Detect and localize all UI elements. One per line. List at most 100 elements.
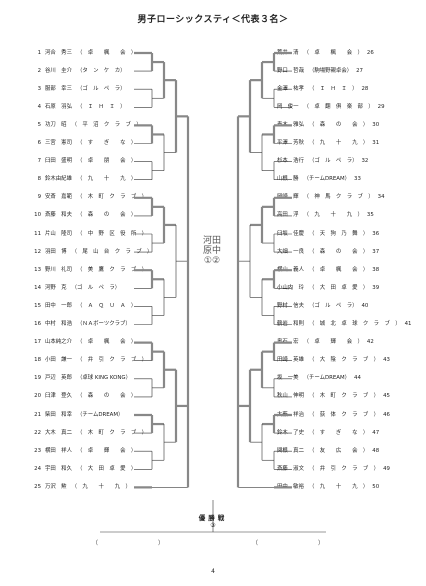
player-club: （ 九 十 九 ） [76, 176, 137, 183]
player-name: 岡 俊一 [277, 103, 299, 110]
seed-number: 50 [372, 483, 380, 490]
player-name: 斎藤 淑文 [277, 465, 304, 472]
player-row: 斎藤 淑文（ 弁 引 ク ラ ブ ）49 [277, 464, 392, 475]
player-club: （ 大 陰 ク ラ ブ ） [308, 357, 380, 364]
player-club: （ＮＡボーツクラブ） [76, 321, 131, 327]
seed-number: 10 [34, 212, 41, 219]
player-row: 杉本 浩行（ゴ ル ペ ラ）32 [277, 156, 371, 167]
player-name: 野口 哲哉 [277, 67, 304, 74]
seed-number: 7 [37, 158, 41, 165]
seed-number: 26 [366, 49, 374, 56]
player-club: （ 平 沼 ク ラ ブ ） [71, 121, 142, 128]
player-name: 金澤 祐孝 [277, 85, 304, 92]
player-name: 鶴岩 和則 [277, 321, 304, 327]
player-row: 秋山 伸明（ 木 町 ク ラ ブ ）45 [277, 391, 392, 402]
player-name: 安斎 嘉範 [45, 194, 72, 201]
seed-number: 47 [372, 429, 380, 436]
player-row: 高田 浮（ 九 十 九 ）35 [277, 210, 376, 221]
player-club: （ 卓 楓 会 ） [76, 339, 137, 346]
player-name: 鈴木 了史 [277, 429, 304, 436]
player-club: （タ ン ケ カ） [76, 67, 126, 74]
player-club: （ 卓 翻 俱 楽 部 ） [303, 103, 374, 110]
player-club: （ゴ ル ペ ラ） [71, 284, 121, 291]
player-name: 臼田 盛明 [45, 158, 72, 165]
player-name: 片山 隆司 [45, 230, 72, 237]
player-club: （ 城 北 卓 球 ク ラ ブ ） [308, 321, 401, 327]
player-club: （卓球 KING KONG） [76, 375, 131, 382]
player-row: 鶴岩 和則 （ 城 北 卓 球 ク ラ ブ ）41 [277, 319, 414, 330]
seed-number: 12 [34, 248, 41, 255]
final-title: 優勝戦 [198, 514, 228, 522]
seed-number: 44 [354, 375, 361, 382]
player-row: 野口 哲哉（駒場野親卓会）27 [277, 66, 365, 77]
player-name: 山本純之介 [45, 339, 72, 346]
player-row: 田崎 英雄（ 大 陰 ク ラ ブ ）43 [277, 355, 392, 366]
player-name: 大木 真二 [45, 429, 72, 436]
player-club: （チームDREAM） [76, 411, 124, 418]
player-club: （ 弁 引 ク ラ ブ ） [76, 357, 148, 364]
seed-number: 46 [383, 411, 390, 418]
player-name: 高田 浮 [277, 212, 299, 219]
player-club: （ 卓 朋 会 ） [76, 158, 137, 165]
player-club: （ す ぎ な ） [76, 140, 137, 146]
player-club: （駒場野親卓会） [308, 67, 353, 74]
seed-number: 45 [383, 393, 390, 400]
player-name: 臼津 登久 [45, 393, 72, 400]
seed-number: 11 [34, 230, 41, 237]
center-mark-line3: ①② [203, 256, 221, 266]
seed-number: 41 [404, 321, 412, 327]
player-name: 横田 祥人 [45, 447, 72, 454]
player-name: 石原 羽弘 [45, 103, 72, 110]
player-row: 鈴木 了史（ す ぎ な ）47 [277, 428, 381, 439]
seed-number: 15 [34, 302, 41, 309]
seed-number: 23 [34, 447, 41, 454]
seed-number: 22 [34, 429, 41, 436]
seed-number: 28 [361, 85, 369, 92]
seed-number: 30 [372, 121, 380, 128]
player-name: 小山内 玲 [277, 284, 304, 291]
seed-number: 43 [383, 357, 390, 364]
player-club: （ 九 十 九 ） [71, 483, 131, 490]
player-name: 斎藤 和夫 [45, 212, 72, 219]
player-name: 宇田 和久 [45, 465, 72, 472]
seed-number: 4 [37, 103, 41, 110]
seed-number: 24 [34, 465, 41, 472]
seed-number: 48 [372, 447, 380, 454]
player-club: （ 木 町 ク ラ ブ ） [308, 393, 380, 400]
seed-number: 39 [372, 284, 380, 291]
player-club: （ Ａ Ｑ Ｕ Ａ ） [76, 302, 137, 309]
player-club: （ 卓 楓 会 ） [303, 49, 363, 56]
player-name: 鈴木由紀雄 [45, 176, 72, 183]
player-row: 岡 俊一（ 卓 翻 俱 楽 部 ）29 [277, 102, 387, 113]
player-row: 7 臼田 盛明 （ 卓 朋 会 ） [32, 156, 137, 167]
seed-number: 3 [37, 85, 41, 92]
center-semifinal-mark: 河田 原中 ①② [196, 236, 228, 266]
seed-number: 49 [383, 465, 390, 472]
seed-number: 13 [34, 266, 41, 273]
seed-number: 20 [34, 393, 41, 400]
player-name: 臼坂 佳慶 [277, 230, 304, 237]
player-club: （ 荻 体 ク ラ ブ ） [308, 411, 380, 418]
player-name: 谷川 圭介 [45, 67, 72, 74]
player-name: 功刀 昭 [45, 121, 67, 128]
player-row: 野村 信夫（ゴ ル ペ ラ）40 [277, 301, 371, 312]
seed-number: 38 [372, 266, 380, 273]
center-mark-line1: 河田 [202, 236, 221, 246]
player-club: （ 大 田 卓 愛 ） [308, 284, 369, 291]
player-name: 服部 幸三 [45, 85, 72, 92]
player-club: （チームDREAM） [303, 176, 351, 183]
seed-number: 25 [34, 483, 41, 490]
